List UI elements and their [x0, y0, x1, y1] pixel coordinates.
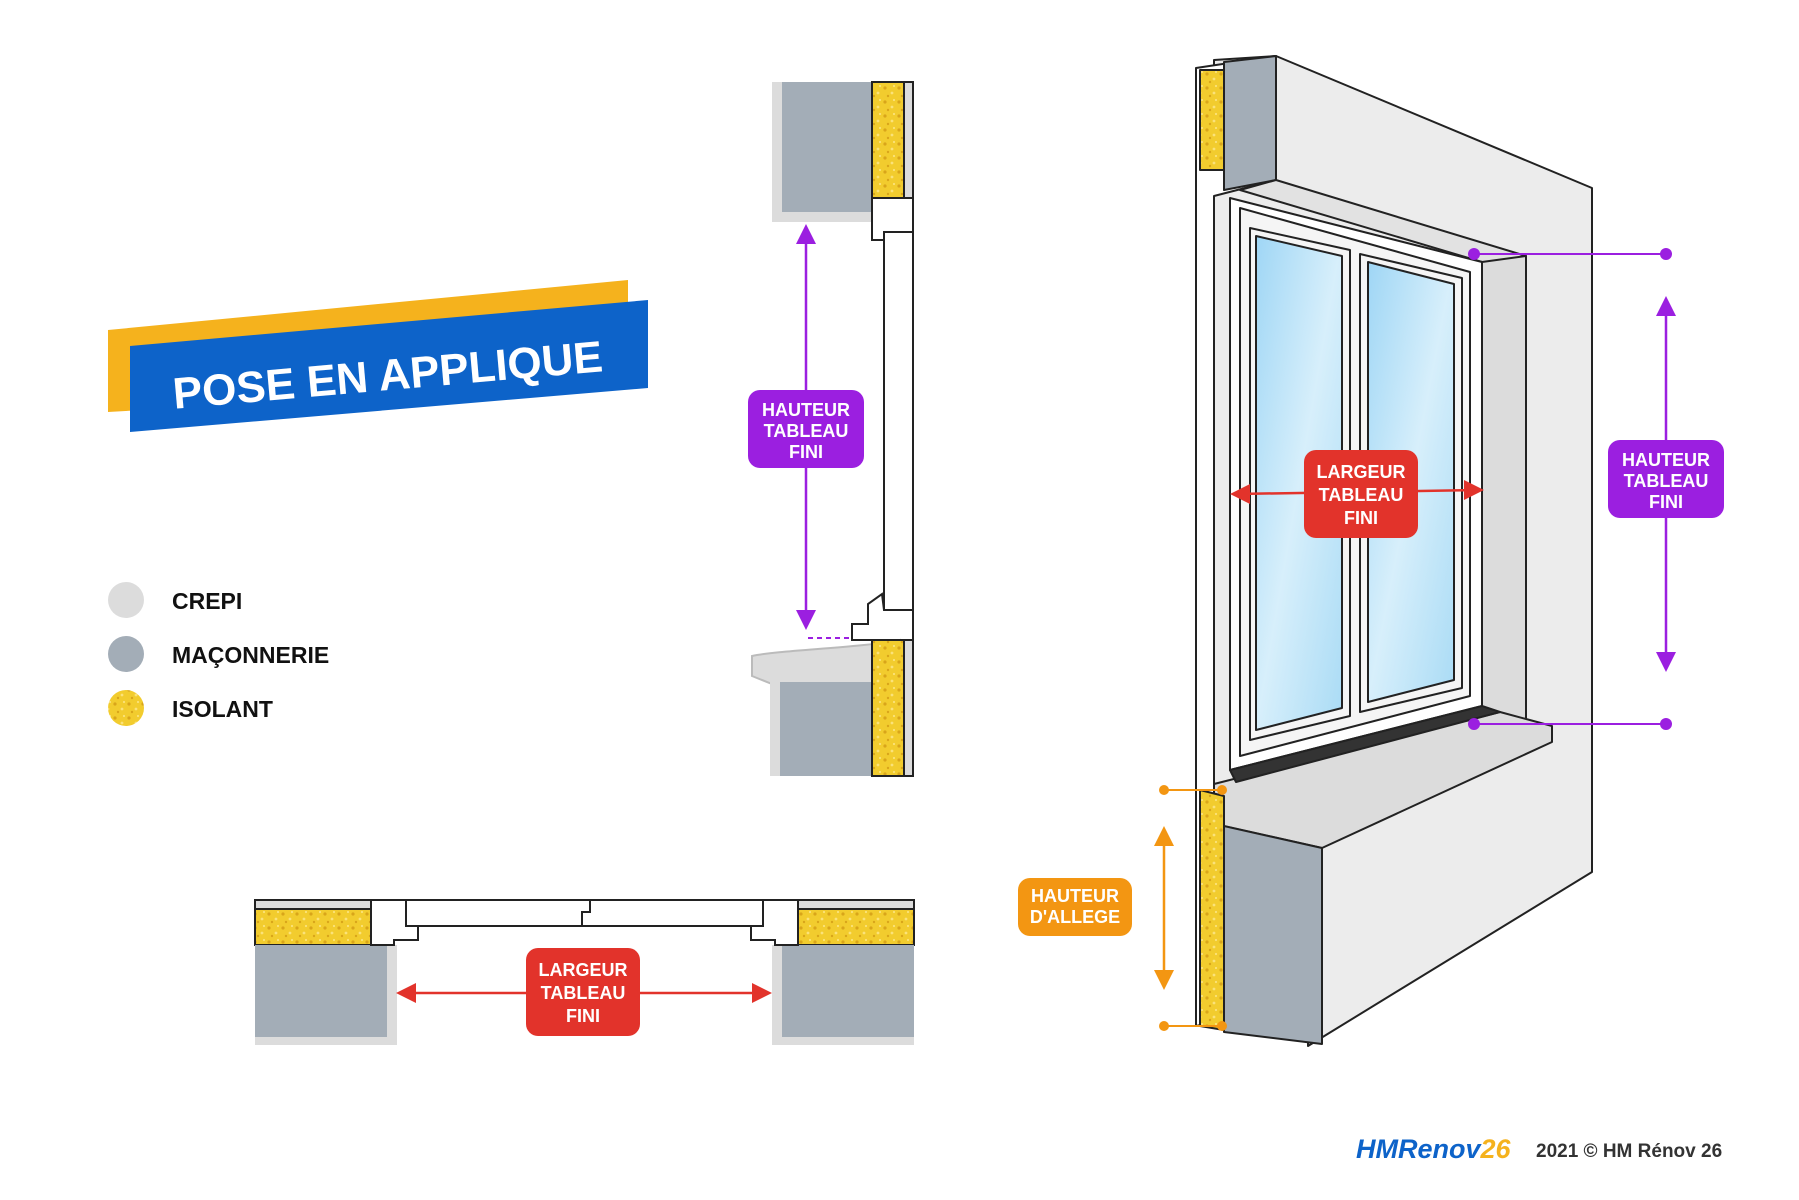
- label-line-1: LARGEUR: [539, 960, 628, 980]
- dimension-hauteur-tableau-fini-section: HAUTEUR TABLEAU FINI: [748, 224, 864, 639]
- label-line-2: TABLEAU: [541, 983, 626, 1003]
- window-3d: [1195, 55, 1593, 1047]
- label-line-1: HAUTEUR: [1622, 450, 1710, 470]
- title-banner-blue: [130, 300, 648, 432]
- label-line-2: TABLEAU: [1319, 485, 1404, 505]
- label-line-2: TABLEAU: [764, 421, 849, 441]
- brand-26: 26: [1480, 1134, 1512, 1164]
- label-hauteur-tableau-fini-3d: [1608, 440, 1724, 518]
- label-line-3: FINI: [566, 1006, 600, 1026]
- dimension-largeur-tableau-fini-3d: LARGEUR TABLEAU FINI: [1230, 450, 1484, 538]
- brand-logo: HMRenov26: [1356, 1134, 1512, 1164]
- brand-hm: HM: [1356, 1134, 1398, 1164]
- legend-swatch-maconnerie: [108, 636, 144, 672]
- label-line-2: D'ALLEGE: [1030, 907, 1120, 927]
- legend-swatch-crepi: [108, 582, 144, 618]
- label-line-3: FINI: [1649, 492, 1683, 512]
- brand-renov: Renov: [1398, 1134, 1483, 1164]
- dimension-hauteur-allege: HAUTEUR D'ALLEGE: [1018, 785, 1227, 1031]
- label-line-1: HAUTEUR: [762, 400, 850, 420]
- horizontal-section: [254, 899, 915, 1045]
- label-line-2: TABLEAU: [1624, 471, 1709, 491]
- legend-label-crepi: CREPI: [172, 588, 242, 614]
- legend-label-maconnerie: MAÇONNERIE: [172, 642, 329, 668]
- label-line-3: FINI: [1344, 508, 1378, 528]
- label-largeur-tableau-fini-3d: [1304, 450, 1418, 538]
- dimension-largeur-tableau-fini-section: LARGEUR TABLEAU FINI: [396, 948, 772, 1036]
- label-line-1: LARGEUR: [1317, 462, 1406, 482]
- label-hauteur-tableau-fini-section: [748, 390, 864, 468]
- label-line-3: FINI: [789, 442, 823, 462]
- footer: HMRenov26 2021 © HM Rénov 26: [1356, 1134, 1722, 1164]
- legend-swatch-isolant: [108, 690, 144, 726]
- title-banner: POSE EN APPLIQUE: [108, 280, 648, 432]
- label-line-1: HAUTEUR: [1031, 886, 1119, 906]
- vertical-section: [751, 81, 914, 777]
- legend: CREPI MAÇONNERIE ISOLANT: [108, 582, 329, 726]
- label-hauteur-allege: [1018, 878, 1132, 936]
- label-largeur-tableau-fini-section: [526, 948, 640, 1036]
- legend-label-isolant: ISOLANT: [172, 696, 273, 722]
- copyright-text: 2021 © HM Rénov 26: [1536, 1141, 1722, 1162]
- dimension-hauteur-tableau-fini-3d: HAUTEUR TABLEAU FINI: [1468, 248, 1724, 730]
